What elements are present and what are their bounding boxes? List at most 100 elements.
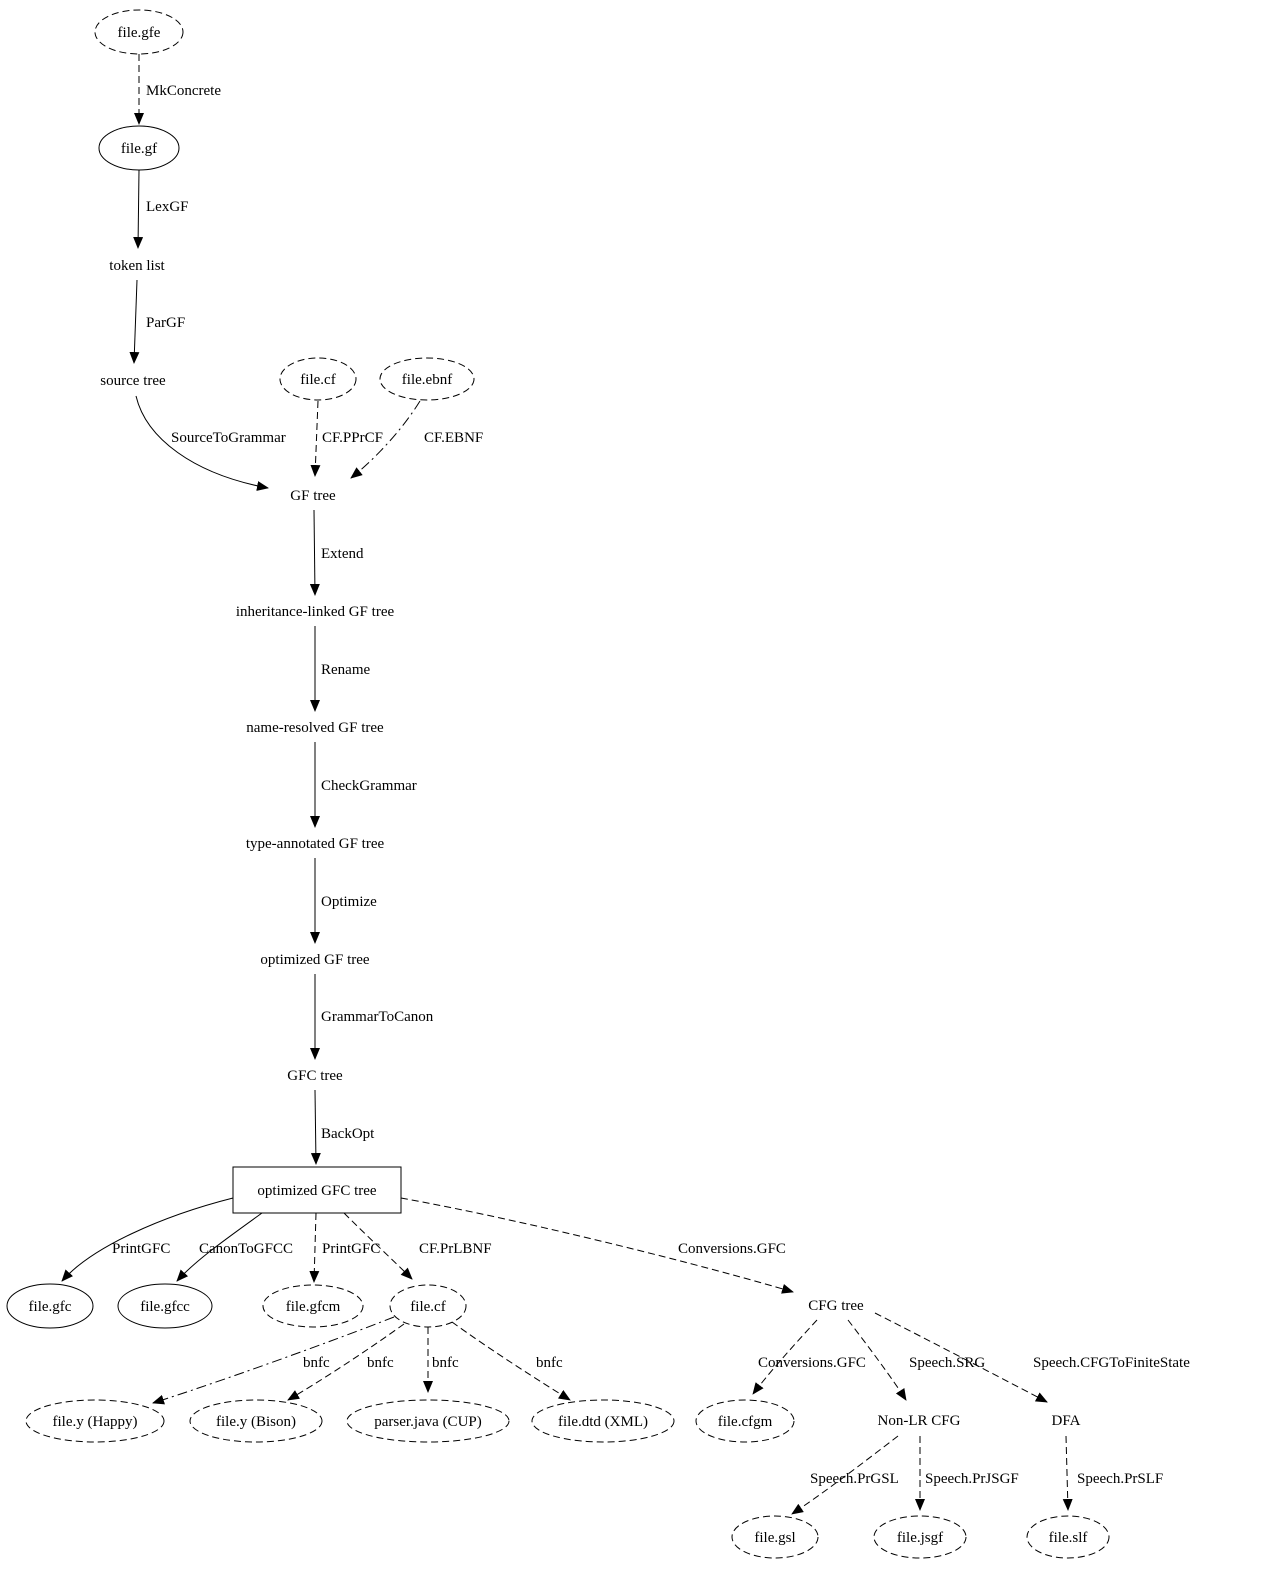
node-dfa: DFA bbox=[1052, 1413, 1081, 1429]
edge-label-cfg-dfa: Speech.CFGToFiniteState bbox=[1033, 1355, 1190, 1371]
node-file-gfe: file.gfe bbox=[94, 9, 184, 55]
edge-optgfc-gfcm bbox=[309, 1212, 320, 1283]
node-file-ebnf: file.ebnf bbox=[379, 357, 475, 401]
node-file-cf-bot: file.cf bbox=[389, 1284, 467, 1328]
edge-label-opt-gfctree: GrammarToCanon bbox=[321, 1009, 434, 1025]
edge-cf-dtd bbox=[451, 1321, 571, 1401]
node-inh-gf-tree: inheritance-linked GF tree bbox=[236, 604, 395, 620]
node-label-file-ebnf: file.ebnf bbox=[402, 372, 452, 388]
node-label-file-dtd: file.dtd (XML) bbox=[558, 1414, 648, 1430]
edge-dfa-slf bbox=[1062, 1435, 1073, 1511]
node-label-cfg-tree: CFG tree bbox=[808, 1298, 864, 1314]
edge-label-dfa-slf: Speech.PrSLF bbox=[1077, 1471, 1163, 1487]
edge-label-tokens-source: ParGF bbox=[146, 315, 185, 331]
edge-label-optgfc-cfgtree: Conversions.GFC bbox=[678, 1241, 786, 1257]
node-opt-gf-tree: optimized GF tree bbox=[260, 952, 369, 968]
edge-gf-tokenlist bbox=[133, 169, 144, 249]
node-file-gsl: file.gsl bbox=[731, 1515, 819, 1559]
node-file-gfc: file.gfc bbox=[6, 1283, 94, 1329]
node-file-cf-top: file.cf bbox=[279, 357, 357, 401]
node-label-non-lr-cfg: Non-LR CFG bbox=[878, 1413, 961, 1429]
edge-label-inh-name: Rename bbox=[321, 662, 370, 678]
node-file-slf: file.slf bbox=[1026, 1515, 1110, 1559]
edge-gftree-inh bbox=[309, 509, 320, 596]
node-label-name-gf-tree: name-resolved GF tree bbox=[246, 720, 384, 736]
edge-label-nonlr-gsl: Speech.PrGSL bbox=[810, 1471, 899, 1487]
edge-label-source-gftree: SourceToGrammar bbox=[171, 430, 286, 446]
edge-label-optgfc-gfcfile: PrintGFC bbox=[112, 1241, 170, 1257]
node-label-file-gfcc: file.gfcc bbox=[140, 1299, 190, 1315]
node-label-file-cf-top: file.cf bbox=[300, 372, 335, 388]
node-token-list: token list bbox=[109, 258, 165, 274]
edge-optgfc-gfcc bbox=[176, 1212, 263, 1282]
edge-cf-happy bbox=[152, 1316, 395, 1405]
node-file-cfgm: file.cfgm bbox=[695, 1399, 795, 1443]
edge-label-optgfc-gfcc: CanonToGFCC bbox=[199, 1241, 293, 1257]
node-file-gfcc: file.gfcc bbox=[117, 1283, 213, 1329]
node-label-file-cfgm: file.cfgm bbox=[718, 1414, 773, 1430]
node-label-inh-gf-tree: inheritance-linked GF tree bbox=[236, 604, 395, 620]
node-label-opt-gf-tree: optimized GF tree bbox=[260, 952, 369, 968]
node-name-gf-tree: name-resolved GF tree bbox=[246, 720, 384, 736]
edge-label-gftree-inh: Extend bbox=[321, 546, 364, 562]
node-label-file-cf-bot: file.cf bbox=[410, 1299, 445, 1315]
node-cfg-tree: CFG tree bbox=[808, 1298, 864, 1314]
node-file-y-happy: file.y (Happy) bbox=[25, 1399, 165, 1443]
node-label-file-gfe: file.gfe bbox=[118, 25, 161, 41]
edge-label-ebnf-gftree: CF.EBNF bbox=[424, 430, 483, 446]
node-label-file-jsgf: file.jsgf bbox=[897, 1530, 943, 1546]
node-label-file-gsl: file.gsl bbox=[754, 1530, 795, 1546]
nodes-layer: file.gfe file.gf token list source tree file… bbox=[6, 9, 1110, 1559]
node-file-y-bison: file.y (Bison) bbox=[189, 1399, 323, 1443]
edge-gfc-optgfc bbox=[310, 1089, 321, 1165]
edge-cf-bison bbox=[287, 1323, 405, 1401]
edge-optgfc-cfgtree bbox=[400, 1197, 794, 1294]
edge-label-cf-bison: bnfc bbox=[367, 1355, 394, 1371]
edge-label-cf-dtd: bnfc bbox=[536, 1355, 563, 1371]
node-opt-gfc-tree: optimized GFC tree bbox=[232, 1166, 402, 1214]
node-label-file-y-happy: file.y (Happy) bbox=[53, 1414, 138, 1430]
node-label-token-list: token list bbox=[109, 258, 165, 274]
node-label-parser-java: parser.java (CUP) bbox=[374, 1414, 481, 1430]
edge-label-gf-tokenlist: LexGF bbox=[146, 199, 189, 215]
node-label-opt-gfc-tree: optimized GFC tree bbox=[257, 1183, 376, 1199]
node-type-gf-tree: type-annotated GF tree bbox=[246, 836, 385, 852]
edge-cfg-nonlr bbox=[847, 1319, 907, 1401]
edge-label-nonlr-jsgf: Speech.PrJSGF bbox=[925, 1471, 1019, 1487]
node-file-jsgf: file.jsgf bbox=[873, 1515, 967, 1559]
edge-label-gfe-gf: MkConcrete bbox=[146, 83, 221, 99]
node-gf-tree: GF tree bbox=[290, 488, 336, 504]
node-file-gf: file.gf bbox=[98, 125, 180, 171]
node-label-gfc-tree: GFC tree bbox=[287, 1068, 343, 1084]
edge-label-cfg-cfgm: Conversions.GFC bbox=[758, 1355, 866, 1371]
edge-label-cfg-nonlr: Speech.SRG bbox=[909, 1355, 985, 1371]
node-label-file-slf: file.slf bbox=[1049, 1530, 1088, 1546]
node-file-dtd: file.dtd (XML) bbox=[531, 1399, 675, 1443]
node-source-tree: source tree bbox=[100, 373, 166, 389]
node-file-gfcm: file.gfcm bbox=[262, 1284, 364, 1328]
node-label-gf-tree: GF tree bbox=[290, 488, 336, 504]
node-label-file-y-bison: file.y (Bison) bbox=[216, 1414, 296, 1430]
edge-label-cf-cup: bnfc bbox=[432, 1355, 459, 1371]
edge-source-gftree bbox=[135, 395, 269, 491]
edge-cf-gftree bbox=[310, 400, 321, 477]
edge-label-cf-gftree: CF.PPrCF bbox=[322, 430, 383, 446]
node-gfc-tree: GFC tree bbox=[287, 1068, 343, 1084]
node-label-source-tree: source tree bbox=[100, 373, 166, 389]
node-label-file-gf: file.gf bbox=[121, 141, 157, 157]
node-label-file-gfcm: file.gfcm bbox=[286, 1299, 341, 1315]
node-label-file-gfc: file.gfc bbox=[29, 1299, 72, 1315]
node-label-dfa: DFA bbox=[1052, 1413, 1081, 1429]
edge-cfg-dfa bbox=[874, 1312, 1048, 1403]
node-non-lr-cfg: Non-LR CFG bbox=[878, 1413, 961, 1429]
edge-label-optgfc-cf: CF.PrLBNF bbox=[419, 1241, 492, 1257]
edge-optgfc-gfcfile bbox=[61, 1197, 234, 1282]
edge-tokens-source bbox=[129, 279, 140, 364]
edge-label-name-type: CheckGrammar bbox=[321, 778, 417, 794]
edge-label-cf-happy: bnfc bbox=[303, 1355, 330, 1371]
edge-nonlr-gsl bbox=[791, 1435, 899, 1515]
node-label-type-gf-tree: type-annotated GF tree bbox=[246, 836, 385, 852]
